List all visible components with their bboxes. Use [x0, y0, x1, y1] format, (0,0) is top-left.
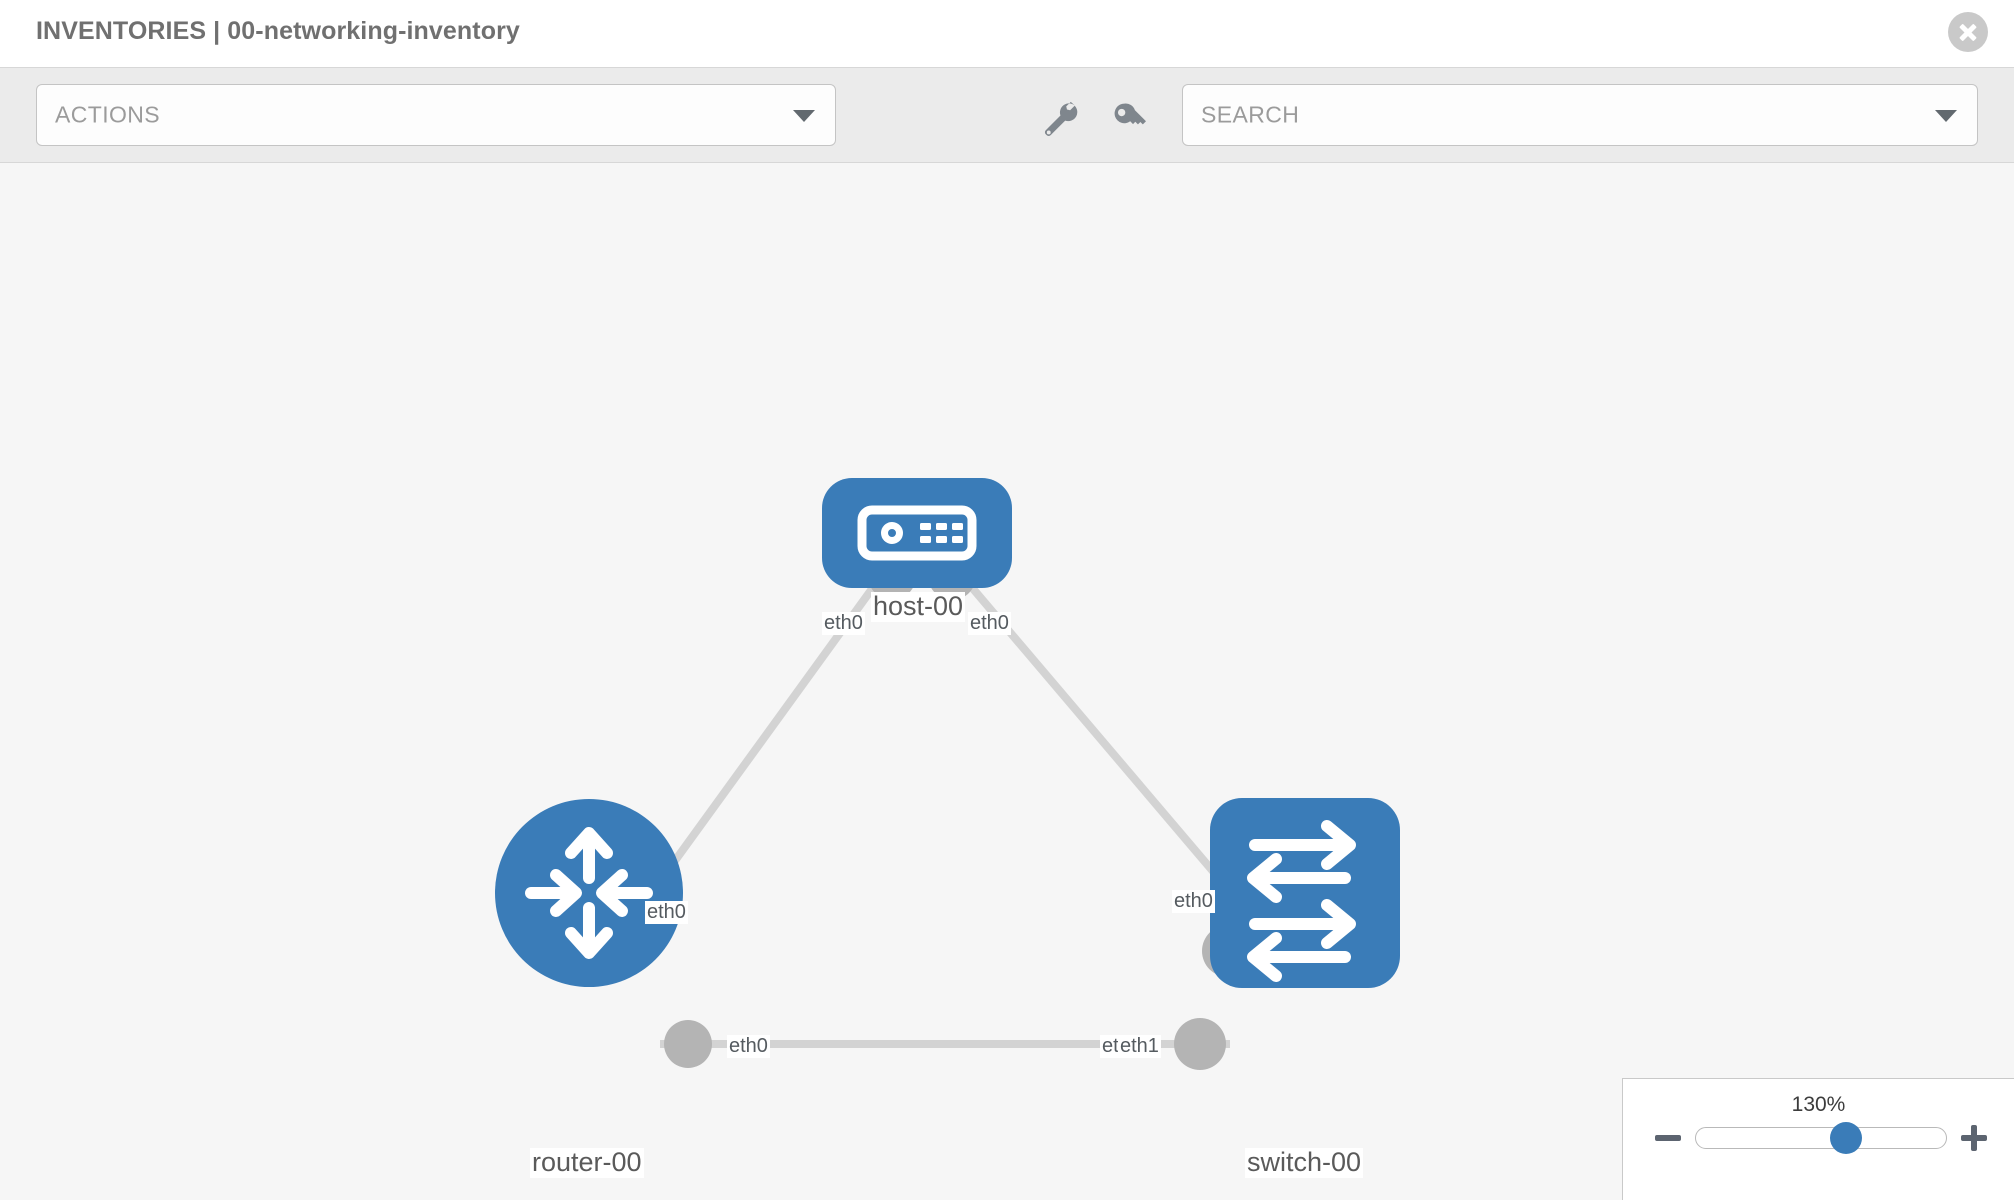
edge-label-host00-eth0-right: eth0 — [968, 612, 1011, 635]
edge-label-router00-eth0-right: eth0 — [727, 1035, 770, 1058]
switch-arrows-icon — [1247, 820, 1356, 982]
server-icon — [857, 505, 977, 561]
chevron-down-icon — [793, 110, 815, 122]
page-header: INVENTORIES | 00-networking-inventory — [0, 0, 2014, 68]
actions-dropdown[interactable]: ACTIONS — [36, 84, 836, 146]
node-host-00 — [822, 478, 1012, 588]
edge-label-switch00-eth0-up: eth0 — [1172, 890, 1215, 913]
key-icon[interactable] — [1108, 98, 1150, 140]
zoom-in-button[interactable] — [1959, 1123, 1989, 1153]
search-input-value: SEARCH — [1201, 101, 1300, 128]
zoom-out-button[interactable] — [1653, 1123, 1683, 1153]
chevron-down-icon — [1935, 110, 1957, 122]
zoom-slider[interactable] — [1695, 1122, 1947, 1154]
edge-label-router00-eth0-up: eth0 — [645, 901, 688, 924]
node-label-host-00: host-00 — [871, 591, 966, 622]
router-arrows-icon — [525, 827, 653, 959]
topology-links — [636, 561, 1249, 1048]
node-switch-00 — [1210, 798, 1400, 988]
port-router00-right — [664, 1020, 712, 1068]
topology-canvas[interactable]: host-00 router-00 switch-00 eth0 eth0 et… — [0, 164, 2014, 1200]
zoom-level-value: 130% — [1791, 1093, 1846, 1116]
actions-dropdown-label: ACTIONS — [55, 101, 161, 128]
topology-graph — [495, 478, 1400, 1070]
port-switch00-left — [1174, 1018, 1226, 1070]
search-input[interactable]: SEARCH — [1182, 84, 1978, 146]
close-icon[interactable] — [1948, 12, 1988, 52]
edge-label-switch00-eth1: eth1 — [1118, 1035, 1161, 1058]
node-label-switch-00: switch-00 — [1245, 1147, 1364, 1178]
zoom-control-panel: 130% — [1622, 1078, 2014, 1200]
page-title: INVENTORIES | 00-networking-inventory — [36, 17, 520, 45]
wrench-icon[interactable] — [1040, 98, 1082, 140]
edge-label-host00-eth0-left: eth0 — [822, 612, 865, 635]
toolbar: ACTIONS SEARCH — [0, 68, 2014, 163]
node-label-router-00: router-00 — [530, 1147, 644, 1178]
node-router-00 — [495, 799, 683, 987]
zoom-slider-thumb[interactable] — [1830, 1122, 1862, 1154]
